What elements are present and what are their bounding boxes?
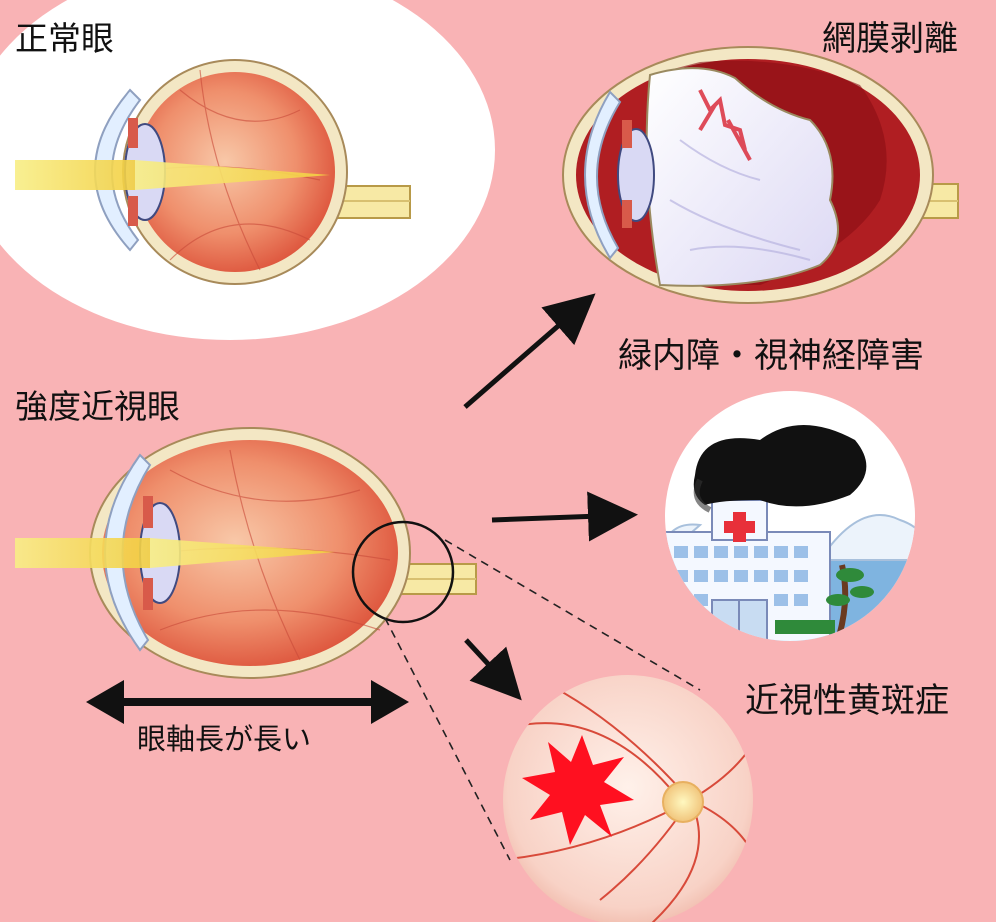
high-myopia-label: 強度近視眼	[15, 387, 180, 426]
retinal-detachment-diagram	[562, 46, 959, 304]
visual-field-defect-illustration	[665, 391, 915, 641]
arrow-to-maculopathy	[464, 638, 522, 701]
arrow-to-glaucoma	[491, 491, 638, 542]
starburst-icon	[522, 735, 634, 845]
magnifier-ring	[351, 520, 455, 624]
normal-eye-diagram	[15, 59, 411, 285]
normal-eye-label: 正常眼	[15, 19, 114, 58]
retinal-detachment-label: 網膜剥離	[822, 19, 958, 59]
myopic-maculopathy-label: 近視性黄斑症	[745, 681, 949, 721]
zoom-line-lower	[384, 617, 511, 861]
dark-cloud-icon	[693, 425, 867, 507]
glaucoma-label: 緑内障・視神経障害	[618, 336, 924, 376]
arrow-to-retinal-detachment	[463, 293, 596, 409]
axial-length-arrow	[86, 680, 409, 724]
optic-disc	[662, 781, 704, 823]
myopic-maculopathy-zoom	[503, 675, 753, 922]
myopic-eye-diagram	[15, 427, 477, 679]
axial-length-label: 眼軸長が長い	[137, 722, 312, 756]
zoom-line-upper	[444, 539, 701, 691]
